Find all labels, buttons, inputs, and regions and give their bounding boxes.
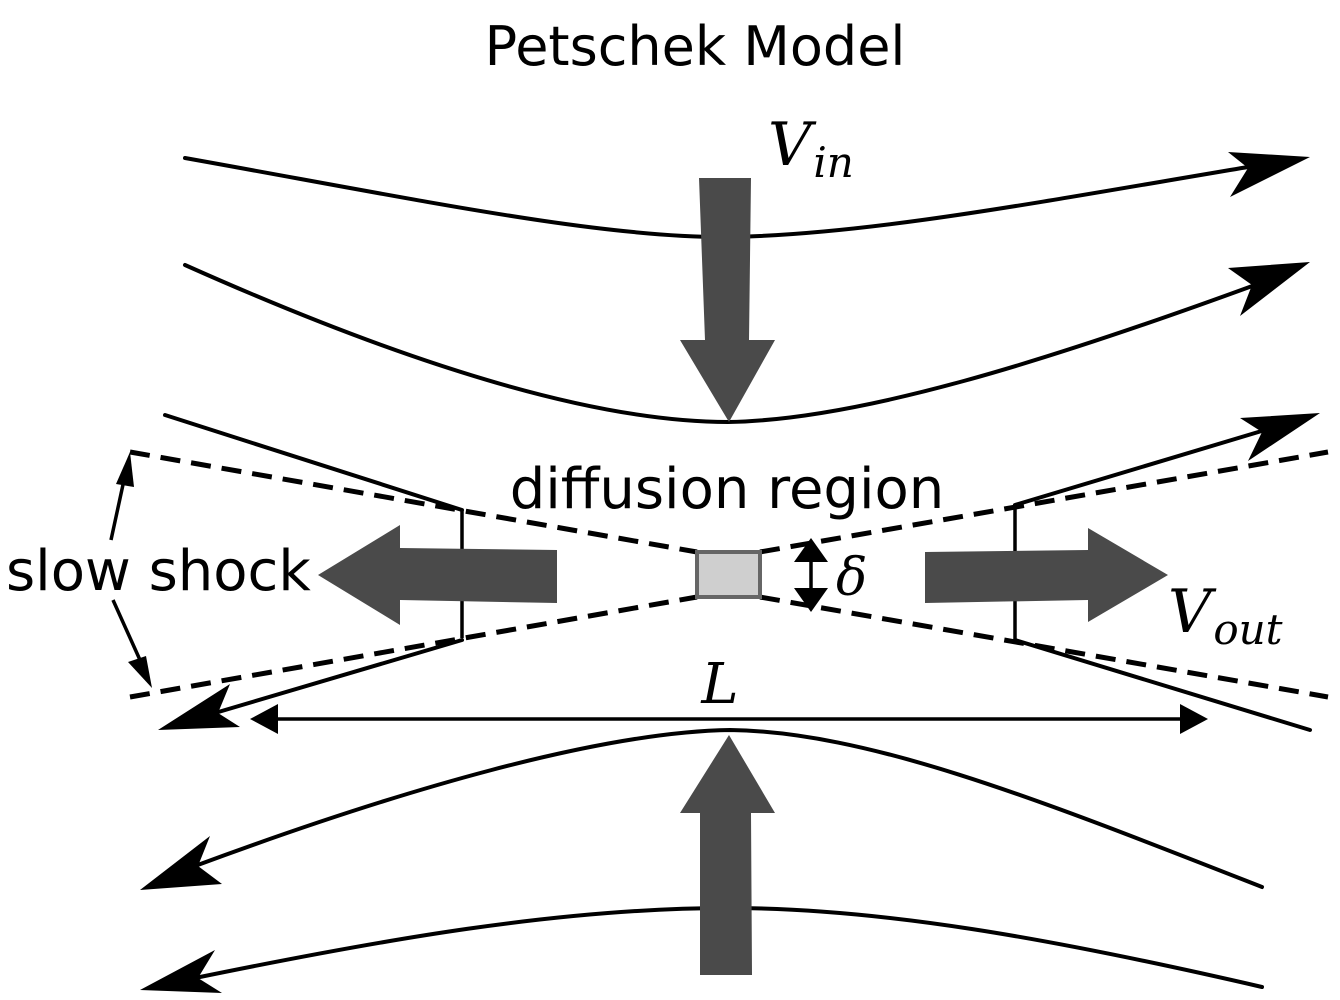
slow-shock-line-lower-right bbox=[759, 594, 1329, 700]
length-arrow-left-icon bbox=[250, 704, 278, 734]
delta-arrow-down-icon bbox=[794, 588, 828, 612]
slow-shock-line-upper-right bbox=[759, 449, 1329, 555]
diffusion-region-box bbox=[695, 550, 762, 599]
field-line-arrowhead-icon bbox=[1228, 152, 1310, 197]
delta-label: δ bbox=[836, 548, 867, 608]
field-line-arrowhead-icon bbox=[1240, 413, 1320, 461]
v-in-label: Vin bbox=[768, 110, 854, 187]
field-line-arrowhead-icon bbox=[140, 950, 222, 993]
outflow-arrow-right-icon bbox=[925, 528, 1168, 622]
diagram-title: Petschek Model bbox=[485, 15, 906, 78]
field-line-lower-inner-left bbox=[213, 638, 464, 715]
v-in-subscript: in bbox=[813, 138, 853, 187]
delta-arrow-up-icon bbox=[794, 538, 828, 562]
inflow-arrow-bottom-icon bbox=[680, 735, 775, 975]
slow-shock-pointer-upper bbox=[109, 479, 126, 541]
slow-shock-line-upper-left bbox=[129, 449, 698, 555]
inflow-arrow-top-icon bbox=[680, 178, 775, 422]
field-line-lower-1 bbox=[193, 727, 1264, 889]
outflow-arrow-left-icon bbox=[318, 525, 557, 625]
length-arrow-right-icon bbox=[1180, 704, 1208, 734]
field-line-upper-2 bbox=[183, 263, 1257, 425]
field-line-arrowhead-icon bbox=[158, 684, 240, 730]
length-label: L bbox=[700, 652, 738, 717]
slow-shock-pointer-lower-arrowhead-icon bbox=[128, 656, 152, 688]
slow-shock-pointer-lower bbox=[111, 599, 142, 661]
slow-shock-line-lower-left bbox=[129, 594, 698, 700]
field-line-upper-inner-left bbox=[163, 413, 464, 512]
slow-shock-pointer-upper-arrowhead-icon bbox=[116, 452, 134, 487]
field-line-arrowhead-icon bbox=[140, 836, 222, 890]
slow-shock-label: slow shock bbox=[6, 539, 311, 604]
v-out-label: Vout bbox=[1168, 577, 1283, 654]
diffusion-region-label: diffusion region bbox=[510, 457, 945, 522]
field-line-arrowhead-icon bbox=[1228, 262, 1310, 316]
field-line-upper-inner-right bbox=[1013, 428, 1267, 507]
v-out-subscript: out bbox=[1213, 605, 1282, 654]
field-line-lower-inner-right bbox=[1013, 638, 1312, 732]
